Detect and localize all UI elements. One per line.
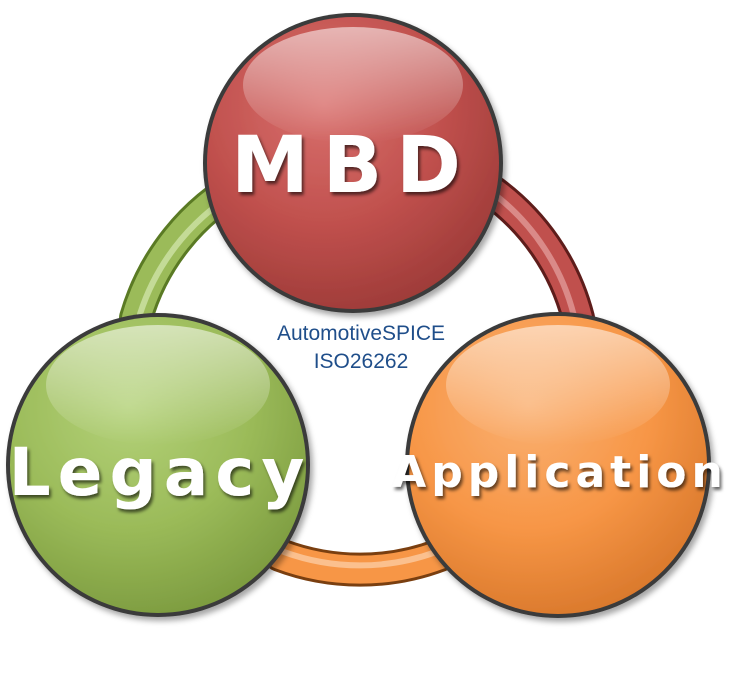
center-text-line2: ISO26262 xyxy=(314,350,409,373)
node-application xyxy=(405,312,711,618)
connector-mbd-application xyxy=(473,173,595,335)
legacy-label: Legacy xyxy=(9,434,312,511)
center-text-line1: AutomotiveSPICE xyxy=(277,322,445,345)
connector-application-legacy xyxy=(263,538,457,587)
node-mbd xyxy=(203,13,503,313)
mbd-label: MBD xyxy=(231,121,475,211)
application-label: Application xyxy=(392,447,728,498)
node-legacy xyxy=(6,313,310,617)
